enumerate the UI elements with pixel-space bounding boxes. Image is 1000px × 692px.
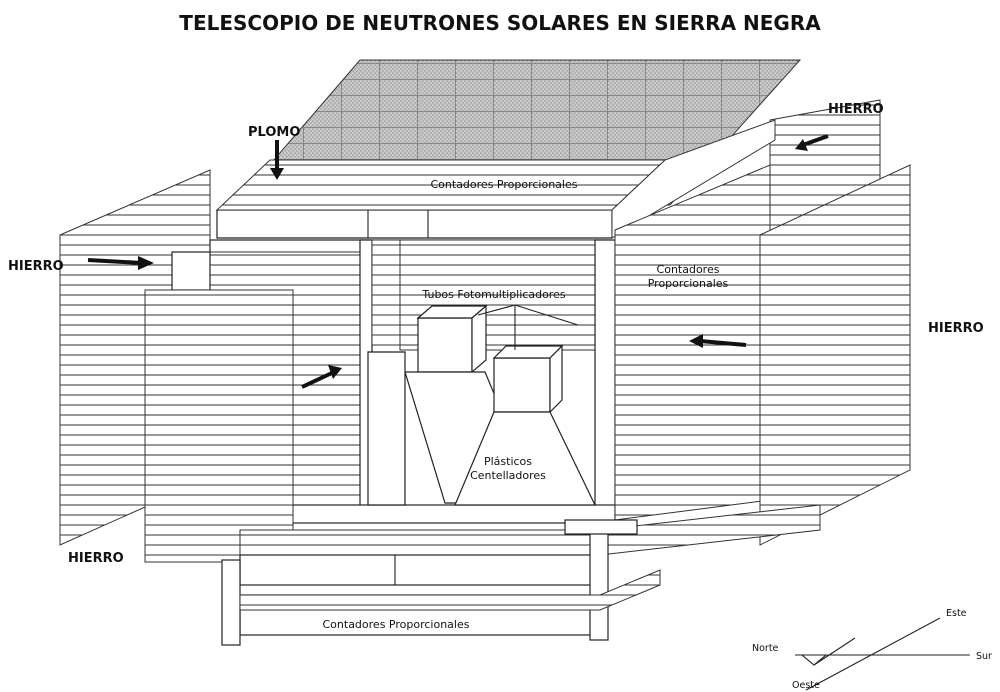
iron-panel-right-outer <box>759 164 911 546</box>
compass-sur: Sur <box>976 651 992 662</box>
compass-este: Este <box>946 608 967 619</box>
label-plasticos-line2: Centelladores <box>470 469 546 482</box>
label-hierro-bottom-left: HIERRO <box>68 551 124 566</box>
label-contadores-top: Contadores Proporcionales <box>431 178 578 191</box>
arrow-hierro-right <box>689 334 747 348</box>
compass-norte: Norte <box>752 643 779 654</box>
arrow-front-panel <box>301 365 342 389</box>
label-plasticos-line1: Plásticos <box>484 455 532 468</box>
arrow-hierro-top-right <box>795 134 829 151</box>
label-contadores-side-line1: Contadores <box>657 263 720 276</box>
compass-oeste: Oeste <box>792 680 820 691</box>
label-tubos: Tubos Fotomultiplicadores <box>421 288 565 301</box>
iron-panel-front-left <box>144 289 294 563</box>
label-contadores-bottom: Contadores Proporcionales <box>323 618 470 631</box>
label-hierro-left: HIERRO <box>8 259 64 274</box>
arrow-hierro-left <box>87 256 154 270</box>
photomultiplier-assembly <box>367 304 596 506</box>
base-structure <box>221 504 821 646</box>
label-contadores-side-line2: Proporcionales <box>648 277 729 290</box>
label-plomo: PLOMO <box>248 125 300 140</box>
arrow-plomo <box>270 140 284 180</box>
label-hierro-top-right: HIERRO <box>828 102 884 117</box>
label-hierro-right: HIERRO <box>928 321 984 336</box>
compass: Este Norte Sur Oeste <box>752 608 992 691</box>
diagram-title: TELESCOPIO DE NEUTRONES SOLARES EN SIERR… <box>179 11 821 35</box>
